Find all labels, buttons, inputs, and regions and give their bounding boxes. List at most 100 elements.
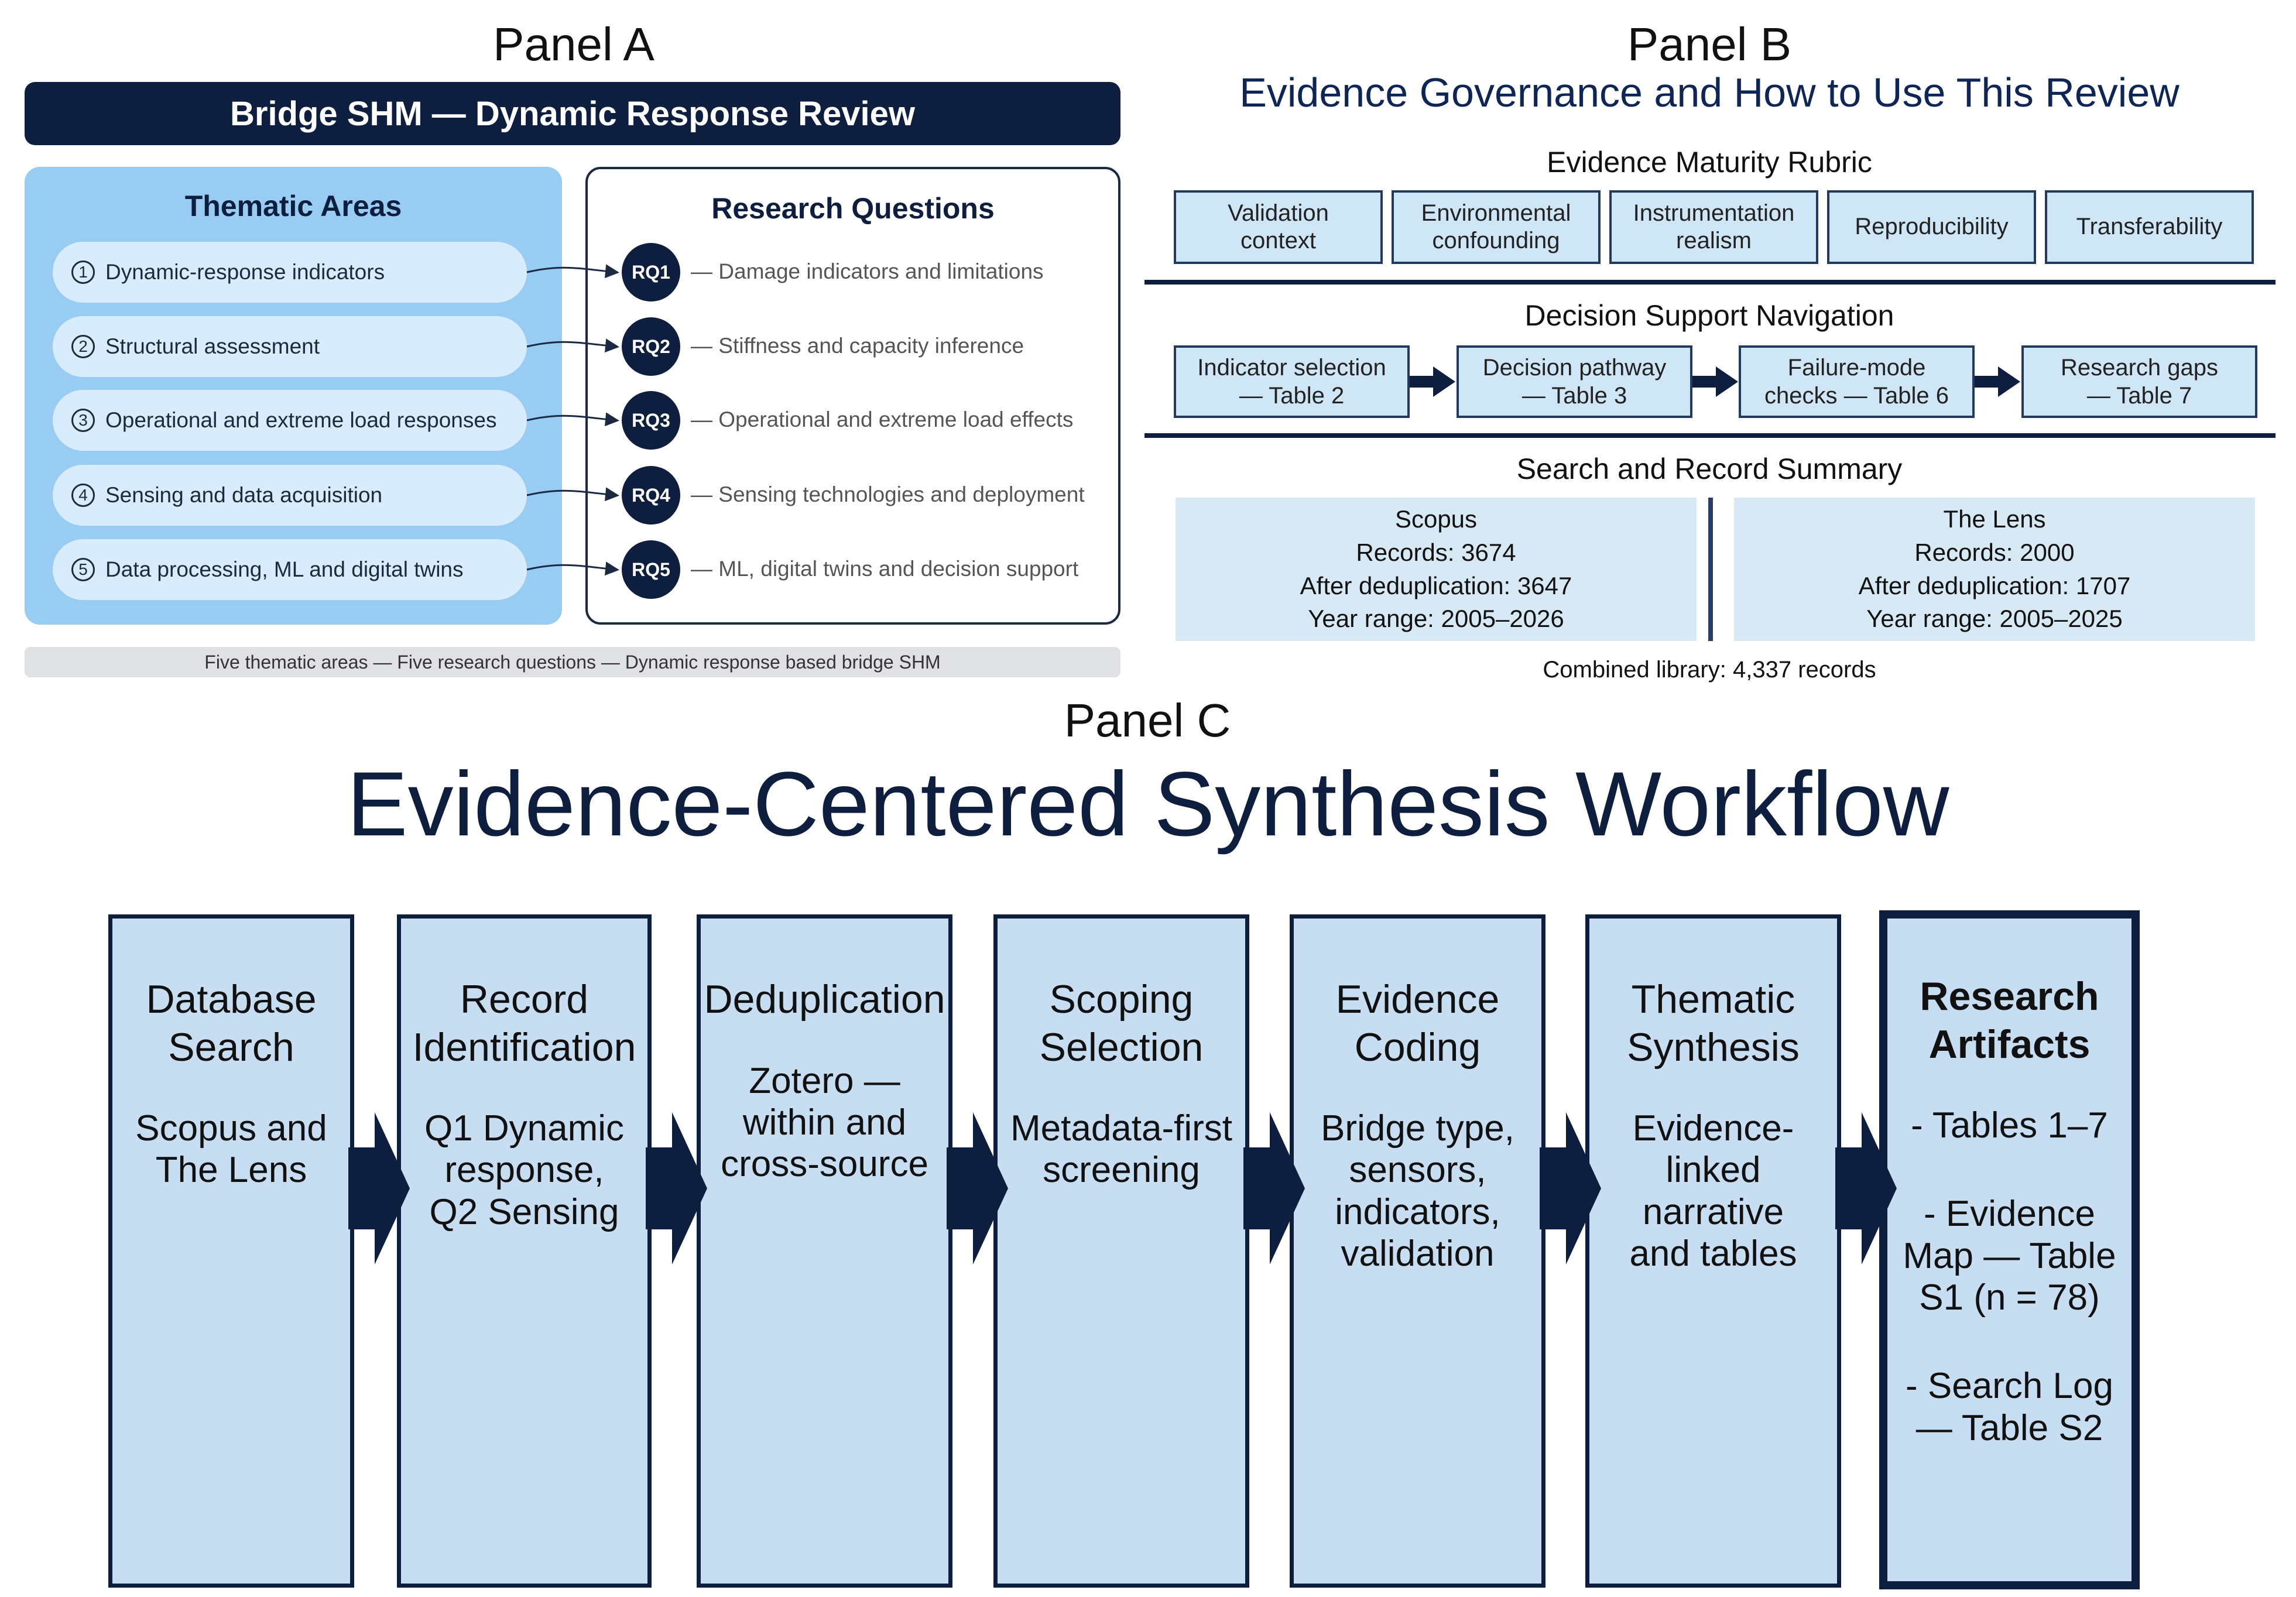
dedup-count: After deduplication: 3647 xyxy=(1300,571,1572,599)
search-summary-title: Search and Record Summary xyxy=(1516,453,1903,485)
nav-step-line: — Table 2 xyxy=(1239,383,1345,409)
rq-badge: RQ2 xyxy=(622,317,680,376)
connector-arrow xyxy=(526,561,619,576)
stage-title-line: Deduplication xyxy=(704,977,945,1022)
rubric-line: confounding xyxy=(1432,228,1560,253)
divider-line xyxy=(1144,280,2276,285)
stage-description-line: sensors, xyxy=(1349,1150,1486,1191)
stage-title-line: Search xyxy=(168,1024,294,1070)
thematic-area-label: Data processing, ML and digital twins xyxy=(105,557,464,581)
source-name: The Lens xyxy=(1943,505,2046,533)
stage-description-line: Map — Table xyxy=(1903,1235,2116,1276)
stage-description-line: screening xyxy=(1043,1150,1200,1191)
stage-title-line: Record xyxy=(460,977,589,1022)
rq-badge: RQ3 xyxy=(622,391,680,450)
panel-a-header: Bridge SHM — Dynamic Response Review xyxy=(25,82,1120,145)
combined-library: Combined library: 4,337 records xyxy=(1543,657,1876,683)
thematic-area-item: 5 Data processing, ML and digital twins xyxy=(53,539,527,600)
nav-step: Research gaps— Table 7 xyxy=(2021,345,2257,418)
stage-description-line: response, xyxy=(444,1150,604,1191)
stage-title-line: Database xyxy=(146,977,317,1022)
nav-step-line: Failure-mode xyxy=(1787,355,1926,381)
stage-description-line: Scopus and xyxy=(135,1108,327,1149)
stage-description-line: and tables xyxy=(1629,1233,1797,1274)
item-number: 2 xyxy=(71,335,95,358)
thematic-area-label: Dynamic-response indicators xyxy=(105,260,385,284)
nav-title: Decision Support Navigation xyxy=(1524,299,1894,332)
panel-a-label: Panel A xyxy=(493,18,654,70)
nav-step-line: checks — Table 6 xyxy=(1764,383,1949,409)
stage-title-line: Scoping xyxy=(1049,977,1194,1022)
workflow-arrow-icon xyxy=(1835,1112,1897,1264)
connector-arrow xyxy=(526,412,619,427)
stage-description-line: cross-source xyxy=(721,1144,928,1185)
stage-title-line: Research xyxy=(1920,974,2099,1019)
stage-description-line: Q2 Sensing xyxy=(429,1191,619,1232)
stage-title-line: Thematic xyxy=(1631,977,1795,1022)
record-count: Records: 2000 xyxy=(1914,538,2075,566)
panel-a-footer: Five thematic areas — Five research ques… xyxy=(25,647,1120,677)
connector-arrow xyxy=(526,264,619,279)
rq-description: — Sensing technologies and deployment xyxy=(691,482,1085,506)
research-questions-panel: Research Questions xyxy=(585,167,1120,625)
rq-description: — Damage indicators and limitations xyxy=(691,259,1044,283)
record-count: Records: 3674 xyxy=(1356,538,1516,566)
item-number: 5 xyxy=(71,558,95,581)
stage-title: Deduplication xyxy=(701,976,948,1024)
stage-description-line xyxy=(1887,1318,2131,1365)
stage-description-line: indicators, xyxy=(1335,1191,1500,1232)
stage-description-line: The Lens xyxy=(155,1150,307,1191)
stage-description-line: - Evidence xyxy=(1924,1194,2095,1235)
stage-description-line: Zotero — xyxy=(749,1060,900,1101)
rubric-line: Validation xyxy=(1228,200,1329,226)
stage-description-line: Q1 Dynamic xyxy=(424,1108,625,1149)
stage-description: Bridge type,sensors,indicators,validatio… xyxy=(1294,1108,1541,1274)
source-divider xyxy=(1708,498,1713,641)
item-number: 1 xyxy=(71,261,95,284)
stage-description-line: - Search Log xyxy=(1906,1366,2113,1407)
rq-description: — ML, digital twins and decision support xyxy=(691,557,1079,581)
theme-rq-connectors xyxy=(526,264,619,576)
rq-badge: RQ5 xyxy=(622,540,680,599)
rubric-line: Transferability xyxy=(2076,214,2223,240)
stage-description-line: narrative xyxy=(1642,1191,1784,1232)
thematic-area-label: Structural assessment xyxy=(105,334,320,358)
nav-step-line: Decision pathway xyxy=(1482,355,1667,381)
rq-description: — Operational and extreme load effects xyxy=(691,407,1074,431)
rubric-line: Instrumentation xyxy=(1633,200,1795,226)
nav-step-line: Indicator selection xyxy=(1197,355,1386,381)
nav-arrow-icon xyxy=(1692,366,1738,397)
stage-title-line: Identification xyxy=(412,1024,636,1070)
rubric-criterion: Reproducibility xyxy=(1827,190,2036,264)
thematic-area-item: 2 Structural assessment xyxy=(53,316,527,377)
panel-c-title: Evidence-Centered Synthesis Workflow xyxy=(347,753,1949,855)
source-name: Scopus xyxy=(1394,505,1478,533)
thematic-area-label: Sensing and data acquisition xyxy=(105,483,383,507)
rubric-line: Reproducibility xyxy=(1855,214,2009,240)
rubric-title: Evidence Maturity Rubric xyxy=(1547,146,1872,179)
stage-description-line: S1 (n = 78) xyxy=(1919,1277,2100,1318)
nav-step-line: — Table 7 xyxy=(2086,383,2192,409)
connector-arrow xyxy=(526,487,619,502)
stage-description-line: validation xyxy=(1341,1233,1495,1274)
rq-badge: RQ4 xyxy=(622,466,680,525)
nav-arrow-icon xyxy=(1975,366,2020,397)
panel-b-title: Evidence Governance and How to Use This … xyxy=(1239,70,2180,115)
nav-step: Indicator selection— Table 2 xyxy=(1174,345,1410,418)
